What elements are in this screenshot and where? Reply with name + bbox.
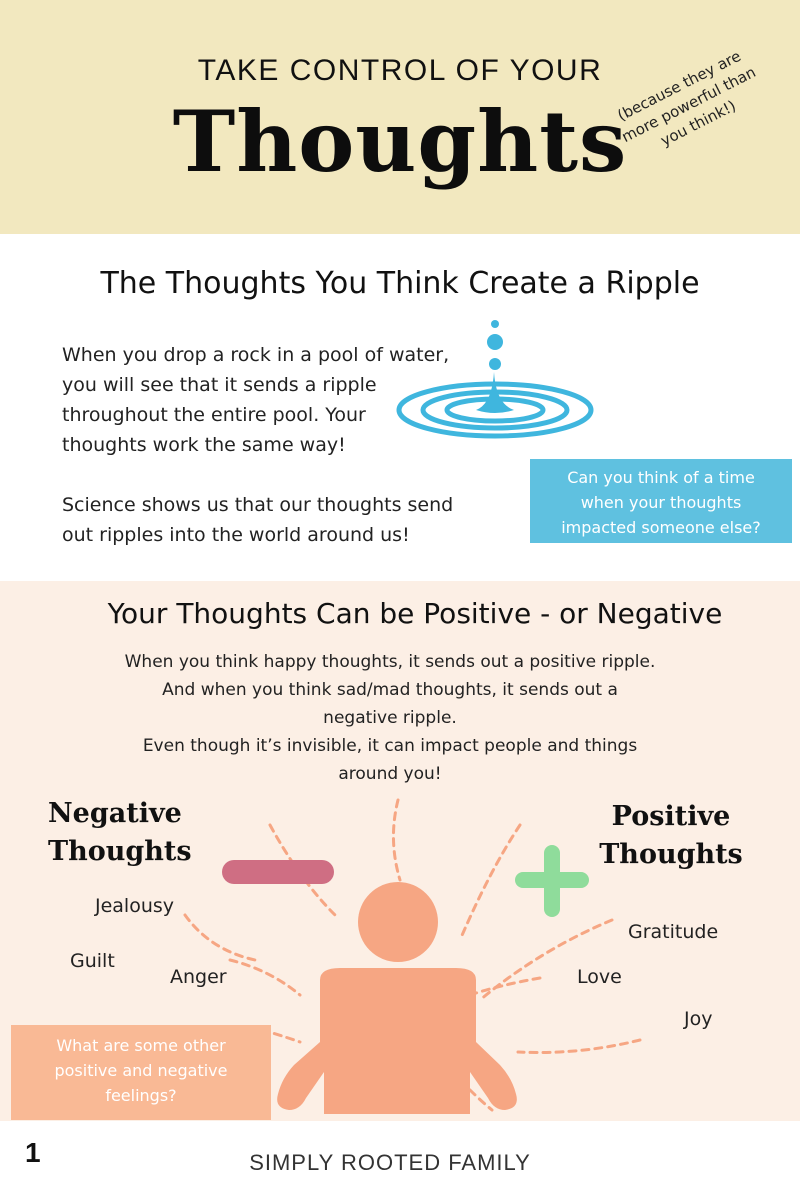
feelings-body: When you think happy thoughts, it sends … [60,648,720,788]
header-band [0,0,800,234]
callout-line: Can you think of a time [567,468,755,487]
callout-line: impacted someone else? [561,518,761,537]
feelings-heading: Your Thoughts Can be Positive - or Negat… [107,597,723,630]
ripple-heading: The Thoughts You Think Create a Ripple [100,266,700,301]
text-line: around you! [338,764,442,784]
ripple-paragraph-1: When you drop a rock in a pool of water,… [62,340,492,460]
page-title: Thoughts [172,92,628,191]
text-line: throughout the entire pool. Your [62,404,366,426]
header-kicker: TAKE CONTROL OF YOUR [197,54,603,87]
ripple-body: When you drop a rock in a pool of water,… [62,340,492,550]
callout-line: when your thoughts [580,493,742,512]
negative-word-anger: Anger [170,966,227,988]
positive-word-joy: Joy [684,1008,713,1030]
water-drop-ripple-icon [396,320,594,439]
negative-word-jealousy: Jealousy [95,895,175,917]
ripple-paragraph-2: Science shows us that our thoughts send … [62,490,492,550]
person-icon [277,882,517,1114]
feelings-question-callout: What are some other positive and negativ… [11,1025,271,1120]
positive-word-love: Love [577,966,622,988]
title-line: Positive [611,801,731,832]
brand-name: SIMPLY ROOTED FAMILY [249,1150,531,1175]
title-line: Negative [48,798,182,829]
callout-line: positive and negative [54,1061,228,1080]
text-line: When you think happy thoughts, it sends … [124,652,656,672]
negative-thoughts-title: Negative Thoughts [48,795,192,871]
text-line: Science shows us that our thoughts send [62,494,454,516]
title-line: Thoughts [599,839,743,870]
positive-word-gratitude: Gratitude [628,921,719,943]
text-line: thoughts work the same way! [62,434,346,456]
page-number: 1 [25,1137,41,1168]
positive-thoughts-title: Positive Thoughts [586,798,756,874]
text-line: negative ripple. [323,708,457,728]
text-line: you will see that it sends a ripple [62,374,377,396]
text-line: And when you think sad/mad thoughts, it … [162,680,618,700]
plus-icon [515,845,589,917]
text-line: When you drop a rock in a pool of water, [62,344,450,366]
callout-line: What are some other [56,1036,226,1055]
callout-line: feelings? [105,1086,177,1105]
minus-icon [222,860,334,884]
negative-word-guilt: Guilt [70,950,115,972]
text-line: Even though it’s invisible, it can impac… [142,736,638,756]
person-ripple-diagram [183,798,642,1114]
ripple-question-callout: Can you think of a time when your though… [530,459,792,543]
title-line: Thoughts [48,836,192,867]
text-line: out ripples into the world around us! [62,524,410,546]
